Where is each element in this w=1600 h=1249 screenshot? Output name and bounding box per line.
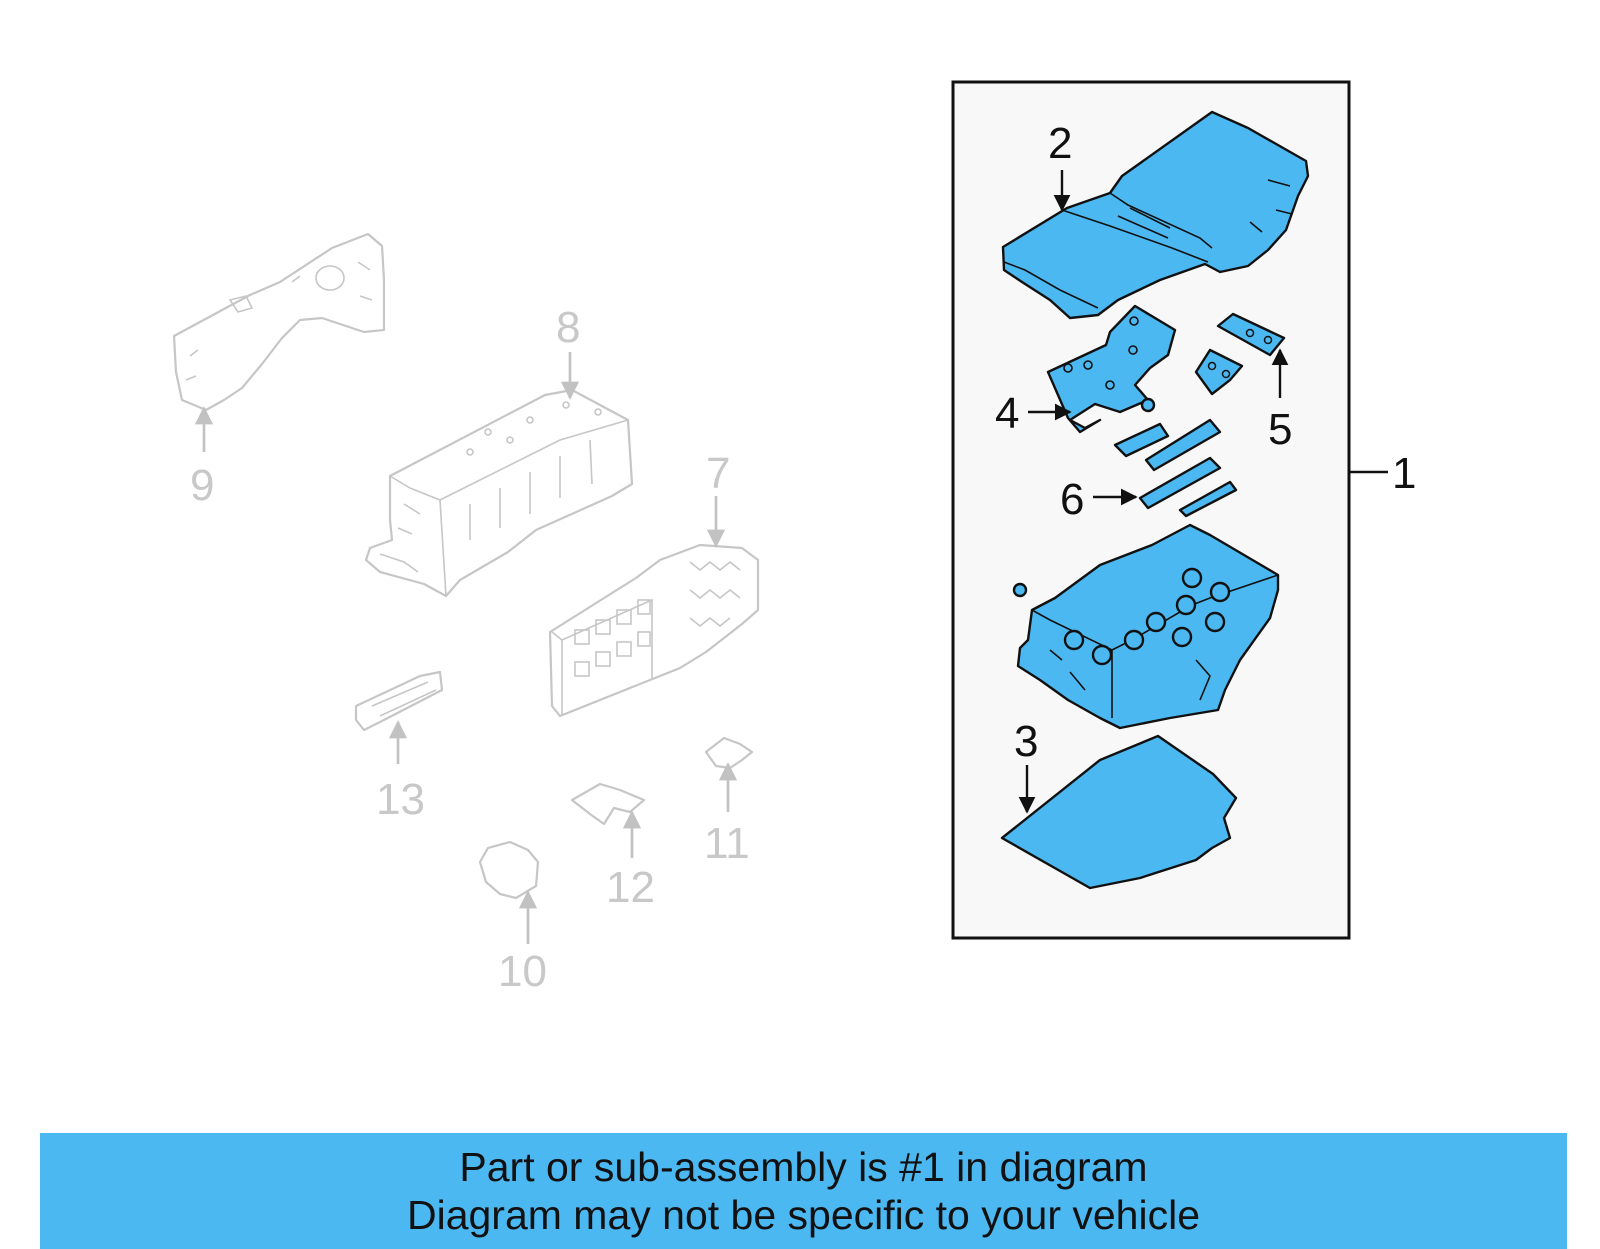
callout-8: 8 xyxy=(556,303,580,352)
parts-diagram: 1 2 3 4 5 6 7 8 9 10 11 12 13 xyxy=(172,80,1416,996)
part-3-bottom-plate[interactable] xyxy=(1000,734,1238,890)
part-10-connector[interactable] xyxy=(478,840,540,900)
main-fuse-box-housing[interactable] xyxy=(1012,523,1280,730)
part-7-relay-holder[interactable] xyxy=(548,543,760,718)
callout-12: 12 xyxy=(606,863,655,912)
callout-3: 3 xyxy=(1014,717,1038,766)
callout-9: 9 xyxy=(190,461,214,510)
callout-4: 4 xyxy=(995,389,1019,438)
part-2-cover[interactable] xyxy=(1001,110,1310,320)
ghost-leaders xyxy=(194,352,738,944)
part-5-bus-bars[interactable] xyxy=(1194,312,1286,396)
info-banner: Part or sub-assembly is #1 in diagram Di… xyxy=(40,1133,1567,1249)
part-9-bracket[interactable] xyxy=(172,232,386,412)
part-11-clip[interactable] xyxy=(704,736,754,770)
part-6-fuse-links[interactable] xyxy=(1113,397,1238,518)
callout-7: 7 xyxy=(706,449,730,498)
banner-line-1: Part or sub-assembly is #1 in diagram xyxy=(459,1144,1148,1190)
callout-2: 2 xyxy=(1048,119,1072,168)
active-leaders xyxy=(1018,170,1388,814)
callout-6: 6 xyxy=(1060,475,1084,524)
callout-10: 10 xyxy=(498,947,547,996)
part-13-relay[interactable] xyxy=(354,670,444,732)
callout-5: 5 xyxy=(1268,405,1292,454)
callout-11: 11 xyxy=(704,819,750,868)
callout-13: 13 xyxy=(376,775,425,824)
banner-line-2: Diagram may not be specific to your vehi… xyxy=(406,1192,1200,1238)
callout-1: 1 xyxy=(1392,449,1416,498)
part-8-fuse-frame[interactable] xyxy=(364,388,634,598)
